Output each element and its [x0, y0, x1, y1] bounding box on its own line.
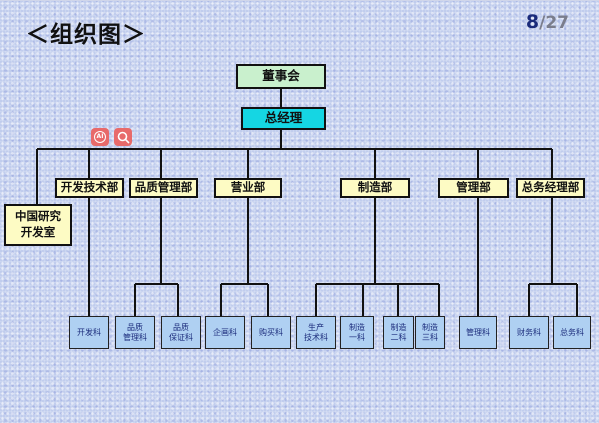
section-label-line2: 二科 [390, 332, 407, 342]
section-label-line2: 一科 [349, 332, 365, 342]
search-button[interactable] [114, 128, 132, 146]
section-label-line1: 生产 [308, 322, 324, 332]
dept-general-affairs: 总务经理部 [516, 178, 585, 198]
section-label-line2: 管理科 [123, 332, 147, 342]
section-label-line1: 制造 [349, 322, 365, 332]
section-label-line1: 制造 [422, 322, 438, 332]
lab-label-line1: 中国研究 [15, 209, 61, 224]
section-production-tech: 生产 技术科 [296, 316, 336, 349]
section-general-affairs: 总务科 [553, 316, 591, 349]
page-indicator: 8/27 [526, 11, 569, 33]
section-label-line1: 品质 [173, 322, 189, 332]
section-quality-assurance: 品质 保证科 [161, 316, 201, 349]
lab-label-line2: 开发室 [20, 225, 56, 239]
general-manager-node: 总经理 [241, 107, 326, 130]
dept-management: 管理部 [438, 178, 509, 198]
board-node: 董事会 [236, 64, 326, 89]
section-purchasing: 购买科 [251, 316, 291, 349]
dept-dev: 开发技术部 [55, 178, 124, 198]
section-label-line2: 保证科 [169, 332, 193, 342]
section-management: 管理科 [459, 316, 497, 349]
lab-node: 中国研究 开发室 [4, 204, 72, 246]
section-dev: 开发科 [69, 316, 109, 349]
slide-title: ＜组织图＞ [26, 22, 146, 48]
section-label-line1: 制造 [390, 322, 407, 332]
section-finance: 财务科 [509, 316, 549, 349]
section-mfg-2: 制造 二科 [383, 316, 414, 349]
page-total: /27 [539, 13, 569, 33]
dept-manufacturing: 制造部 [340, 178, 410, 198]
section-label-line2: 三科 [422, 332, 438, 342]
ai-assistant-button[interactable]: AI [91, 128, 109, 146]
search-icon [117, 131, 130, 144]
section-mfg-1: 制造 一科 [340, 316, 374, 349]
section-label-line1: 品质 [127, 322, 143, 332]
page-current: 8 [525, 11, 540, 33]
dept-quality: 品质管理部 [129, 178, 198, 198]
section-mfg-3: 制造 三科 [415, 316, 445, 349]
ai-icon: AI [94, 131, 106, 143]
section-label-line2: 技术科 [304, 332, 328, 342]
section-planning: 企画科 [205, 316, 245, 349]
section-quality-management: 品质 管理科 [115, 316, 155, 349]
dept-sales: 营业部 [214, 178, 282, 198]
